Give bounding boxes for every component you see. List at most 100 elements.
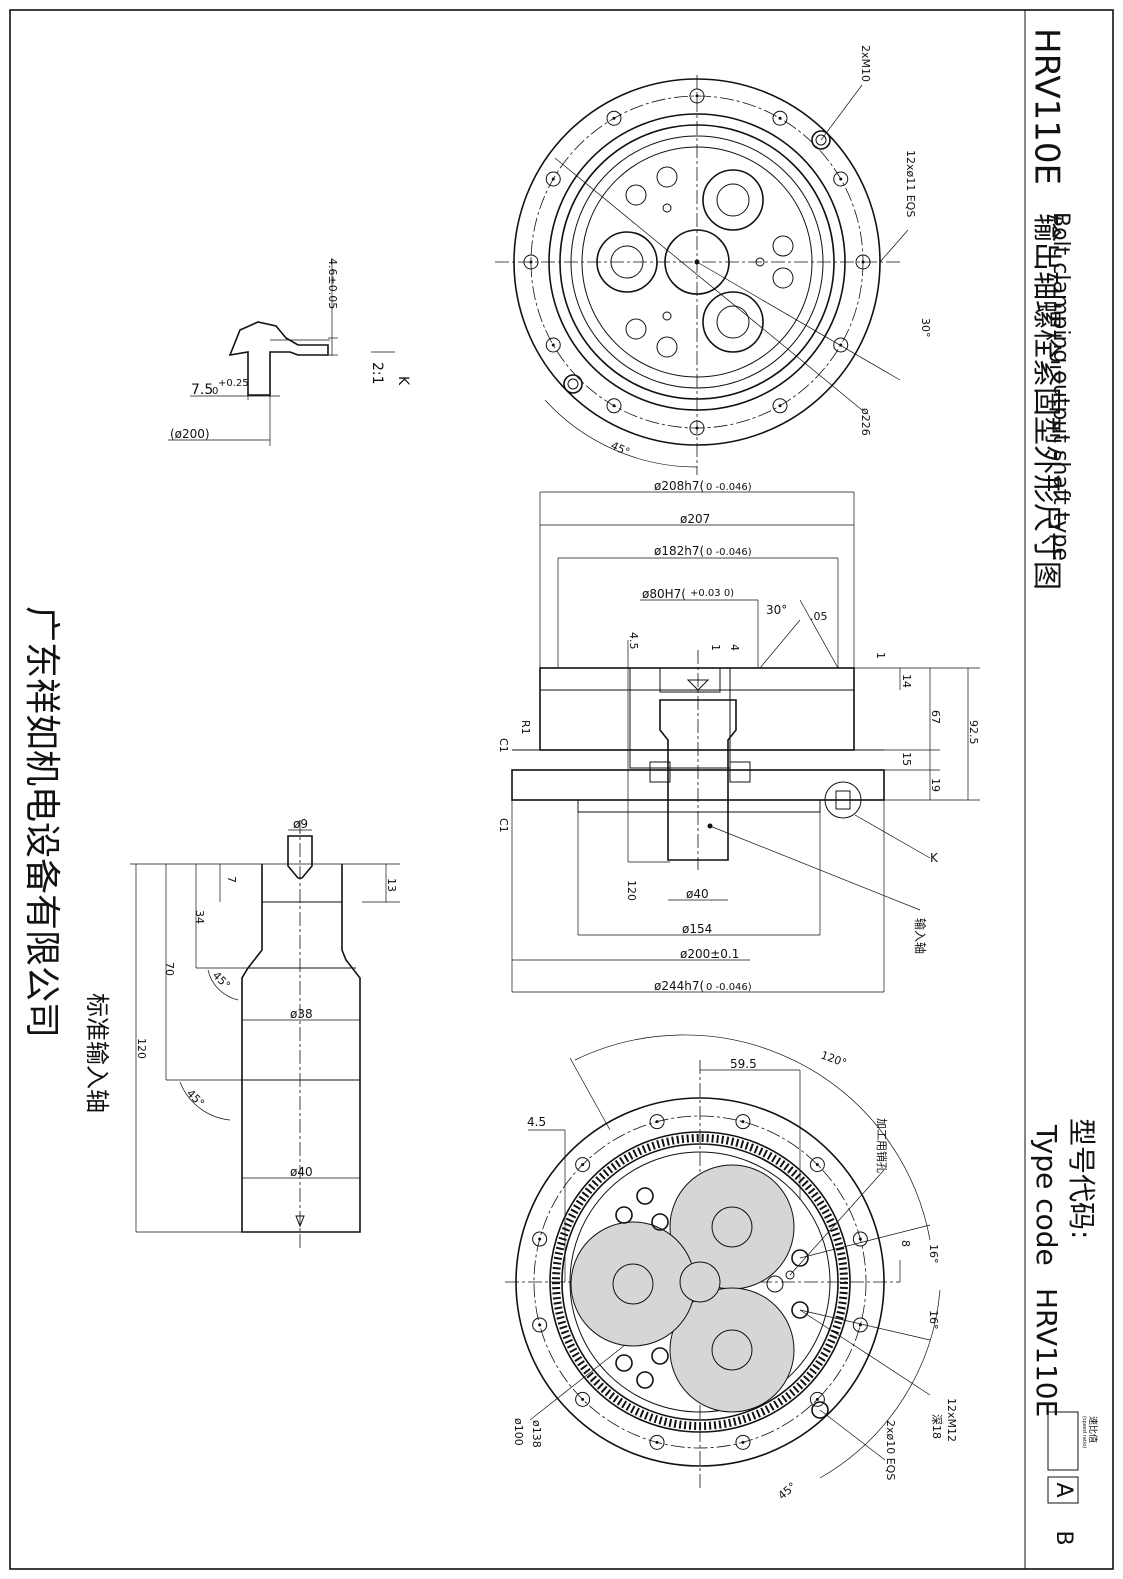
bottom-d138: ø138 (530, 1420, 543, 1448)
section-dim-1b: 1 (874, 652, 887, 659)
section-input-shaft: 输入轴 (913, 918, 928, 954)
detail-k: 4.6±0.05 7.5 +0.25 0 (ø200) K 2:1 (168, 258, 411, 446)
bolt-hole (772, 398, 788, 414)
variant-b: B (1051, 1530, 1076, 1545)
shaft-d9: ø9 (293, 817, 308, 831)
section-d80: ø80H7( (642, 587, 686, 601)
title-en: Bolt clamping output shaft type (1048, 212, 1073, 561)
ratio-box[interactable] (1047, 1411, 1079, 1471)
bolt-hole-center (529, 260, 533, 264)
bolt-hole (649, 1114, 665, 1130)
section-d80-tol: +0.03 0) (690, 588, 734, 599)
bolt-hole-center (839, 177, 843, 181)
bolt-hole (772, 110, 788, 126)
bolt-hole (606, 398, 622, 414)
bolt-hole-center (695, 426, 699, 430)
section-angle-30: 30° (766, 603, 787, 617)
section-d182-tol: 0 -0.046) (706, 547, 752, 558)
bolt-hole (545, 171, 561, 187)
bolt-hole-center (612, 116, 616, 120)
bolt-hole-center (581, 1163, 585, 1167)
drawing-frame (9, 9, 1114, 1570)
bolt-hole (852, 1317, 868, 1333)
bolt-hole (855, 254, 871, 270)
bolt-hole-center (778, 404, 782, 408)
input-shaft-label: 标准输入轴 (83, 993, 111, 1113)
bottom-dim-4-5: 4.5 (527, 1115, 546, 1129)
section-k: K (930, 851, 939, 865)
bottom-angle-16a: 16° (927, 1244, 940, 1264)
model-title: HRV110E (1027, 28, 1067, 185)
bolt-hole (833, 171, 849, 187)
bolt-hole (852, 1231, 868, 1247)
section-d208: ø208h7( (654, 479, 704, 493)
shaft-dim-34: 34 (193, 910, 206, 924)
bottom-angle-16b: 16° (927, 1310, 940, 1330)
section-dim-14: 14 (900, 674, 913, 688)
variant-a-box[interactable] (1047, 1476, 1079, 1504)
company-name: 广东祥如机电设备有限公司 (21, 606, 62, 1038)
bolt-hole-center (538, 1323, 542, 1327)
bottom-dowel: 2xø10 EQS (884, 1420, 897, 1480)
top-angle-45: 45° (609, 439, 632, 459)
bolt-hole-center (655, 1440, 659, 1444)
bolt-hole-center (741, 1120, 745, 1124)
bottom-dim-8: 8 (899, 1240, 912, 1247)
shaft-angle-a: 45° (210, 969, 233, 992)
bottom-thread: 12xM12 (945, 1398, 958, 1442)
detail-k-d2-tol-low: 0 (212, 386, 218, 397)
section-c1b: C1 (497, 818, 510, 833)
type-code-model: HRV110E (1030, 1288, 1063, 1417)
bolt-hole (575, 1391, 591, 1407)
bolt-hole-center (551, 177, 555, 181)
shaft-d40: ø40 (290, 1165, 313, 1179)
title-cn: 输出轴螺栓紧固型外形尺寸图 (1030, 213, 1064, 590)
bolt-hole (809, 1157, 825, 1173)
bolt-hole-center (695, 94, 699, 98)
shaft-view: ø9 7 13 34 70 120 45° 45° ø38 ø40 (130, 817, 400, 1250)
section-dim-19: 19 (929, 778, 942, 792)
section-d154: ø154 (682, 922, 712, 936)
type-code-en: Type code (1030, 1124, 1063, 1266)
top-angle-30: 30° (919, 318, 932, 338)
section-d182: ø182h7( (654, 544, 704, 558)
section-d207: ø207 (680, 512, 710, 526)
type-code-cn: 型号代码: (1065, 1118, 1098, 1239)
section-dim-120: 120 (625, 880, 638, 901)
bolt-hole-center (551, 343, 555, 347)
section-dim-15: 15 (900, 752, 913, 766)
bolt-hole-center (815, 1163, 819, 1167)
shaft-dim-120: 120 (135, 1038, 148, 1059)
section-d244: ø244h7( (654, 979, 704, 993)
section-d244-tol: 0 -0.046) (706, 982, 752, 993)
bolt-hole (735, 1434, 751, 1450)
section-dim-4: 4 (728, 644, 741, 651)
bolt-hole (809, 1391, 825, 1407)
bolt-hole (523, 254, 539, 270)
bolt-hole-center (815, 1397, 819, 1401)
section-angle-pos: .05 (810, 610, 828, 623)
variant-a: A (1051, 1482, 1076, 1497)
bolt-hole (532, 1231, 548, 1247)
bolt-hole (689, 88, 705, 104)
ratio-label-en: (speed ratio) (1081, 1416, 1087, 1448)
bolt-hole (833, 337, 849, 353)
bolt-hole (735, 1114, 751, 1130)
section-dim-67: 67 (929, 710, 942, 724)
section-dim-1: 1 (709, 644, 722, 651)
section-d200: ø200±0.1 (680, 947, 739, 961)
bolt-hole (689, 420, 705, 436)
bottom-dim-59-5: 59.5 (730, 1057, 757, 1071)
detail-k-scale: 2:1 (369, 362, 385, 385)
bottom-d100: ø100 (512, 1418, 525, 1446)
section-dim-4-5: 4.5 (627, 632, 640, 650)
bolt-hole-center (581, 1397, 585, 1401)
title-block: HRV110E 输出轴螺栓紧固型外形尺寸图 Bolt clamping outp… (1027, 28, 1100, 1546)
section-d40: ø40 (686, 887, 709, 901)
bolt-hole-center (861, 260, 865, 264)
bottom-depth: 深18 (930, 1414, 943, 1439)
top-hole-note: 12xø11 EQS (904, 150, 917, 217)
shaft-angle-b: 45° (184, 1087, 207, 1110)
section-dim-92-5: 92.5 (967, 720, 980, 745)
